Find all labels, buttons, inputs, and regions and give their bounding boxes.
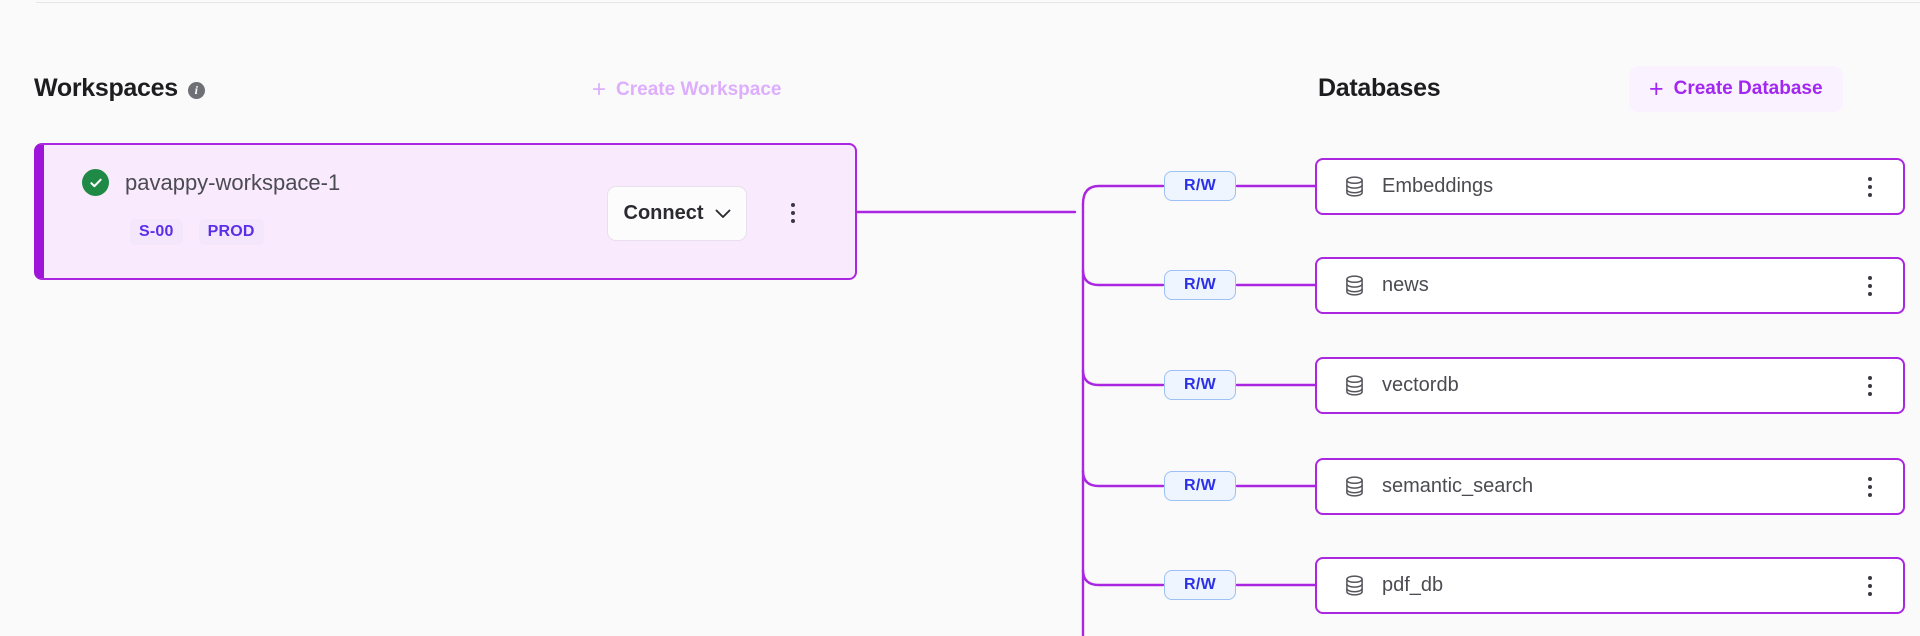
workspaces-header: Workspaces i xyxy=(34,74,205,103)
plus-icon: + xyxy=(1649,74,1664,103)
create-workspace-button[interactable]: + Create Workspace xyxy=(586,74,787,106)
database-menu-button[interactable] xyxy=(1855,472,1885,502)
database-name: news xyxy=(1382,274,1429,296)
database-card[interactable]: pdf_db xyxy=(1315,557,1905,614)
database-card[interactable]: news xyxy=(1315,257,1905,314)
database-card[interactable]: vectordb xyxy=(1315,357,1905,414)
database-name: Embeddings xyxy=(1382,175,1494,197)
chevron-down-icon xyxy=(715,202,731,225)
database-icon xyxy=(1345,575,1364,596)
workspace-card[interactable]: pavappy-workspace-1 S-00 PROD Connect xyxy=(34,143,857,280)
workspace-tags: S-00 PROD xyxy=(130,219,264,245)
database-card[interactable]: semantic_search xyxy=(1315,458,1905,515)
check-circle-icon xyxy=(82,169,109,196)
access-badge-label: R/W xyxy=(1183,477,1216,494)
kebab-menu-icon xyxy=(1868,375,1872,396)
database-icon xyxy=(1345,275,1364,296)
kebab-menu-icon xyxy=(1868,575,1872,596)
access-badge-news: R/W xyxy=(1164,270,1236,300)
workspace-menu-button[interactable] xyxy=(777,197,809,229)
access-badge-label: R/W xyxy=(1183,576,1216,593)
workspace-name-row: pavappy-workspace-1 xyxy=(82,169,340,196)
databases-header: Databases xyxy=(1318,74,1441,103)
access-badge-label: R/W xyxy=(1183,276,1216,293)
access-badge-pdf_db: R/W xyxy=(1164,570,1236,600)
access-badge-label: R/W xyxy=(1183,376,1216,393)
top-divider xyxy=(36,2,1920,3)
database-icon xyxy=(1345,375,1364,396)
database-menu-button[interactable] xyxy=(1855,172,1885,202)
database-card[interactable]: Embeddings xyxy=(1315,158,1905,215)
database-menu-button[interactable] xyxy=(1855,271,1885,301)
create-workspace-label: Create Workspace xyxy=(616,79,782,100)
workspace-name: pavappy-workspace-1 xyxy=(125,169,341,195)
access-badge-semantic_search: R/W xyxy=(1164,471,1236,501)
create-database-button[interactable]: + Create Database xyxy=(1629,66,1843,112)
info-icon[interactable]: i xyxy=(187,81,205,99)
database-menu-button[interactable] xyxy=(1855,571,1885,601)
kebab-menu-icon xyxy=(1868,476,1872,497)
database-menu-button[interactable] xyxy=(1855,371,1885,401)
access-badge-embeddings: R/W xyxy=(1164,171,1236,201)
access-badge-label: R/W xyxy=(1183,177,1216,194)
database-name: vectordb xyxy=(1382,374,1459,396)
connect-button[interactable]: Connect xyxy=(607,186,747,241)
access-badge-vectordb: R/W xyxy=(1164,370,1236,400)
kebab-menu-icon xyxy=(791,203,795,223)
kebab-menu-icon xyxy=(1868,176,1872,197)
connect-label: Connect xyxy=(623,202,704,224)
plus-icon: + xyxy=(592,76,607,103)
database-name: semantic_search xyxy=(1382,475,1534,497)
database-name: pdf_db xyxy=(1382,574,1444,596)
databases-title: Databases xyxy=(1318,74,1441,102)
workspaces-title: Workspaces xyxy=(34,74,178,102)
kebab-menu-icon xyxy=(1868,275,1872,296)
create-database-label: Create Database xyxy=(1673,78,1823,99)
database-icon xyxy=(1345,176,1364,197)
database-icon xyxy=(1345,476,1364,497)
workspace-tag-env: PROD xyxy=(198,219,264,245)
workspace-tag-size: S-00 xyxy=(130,219,183,245)
